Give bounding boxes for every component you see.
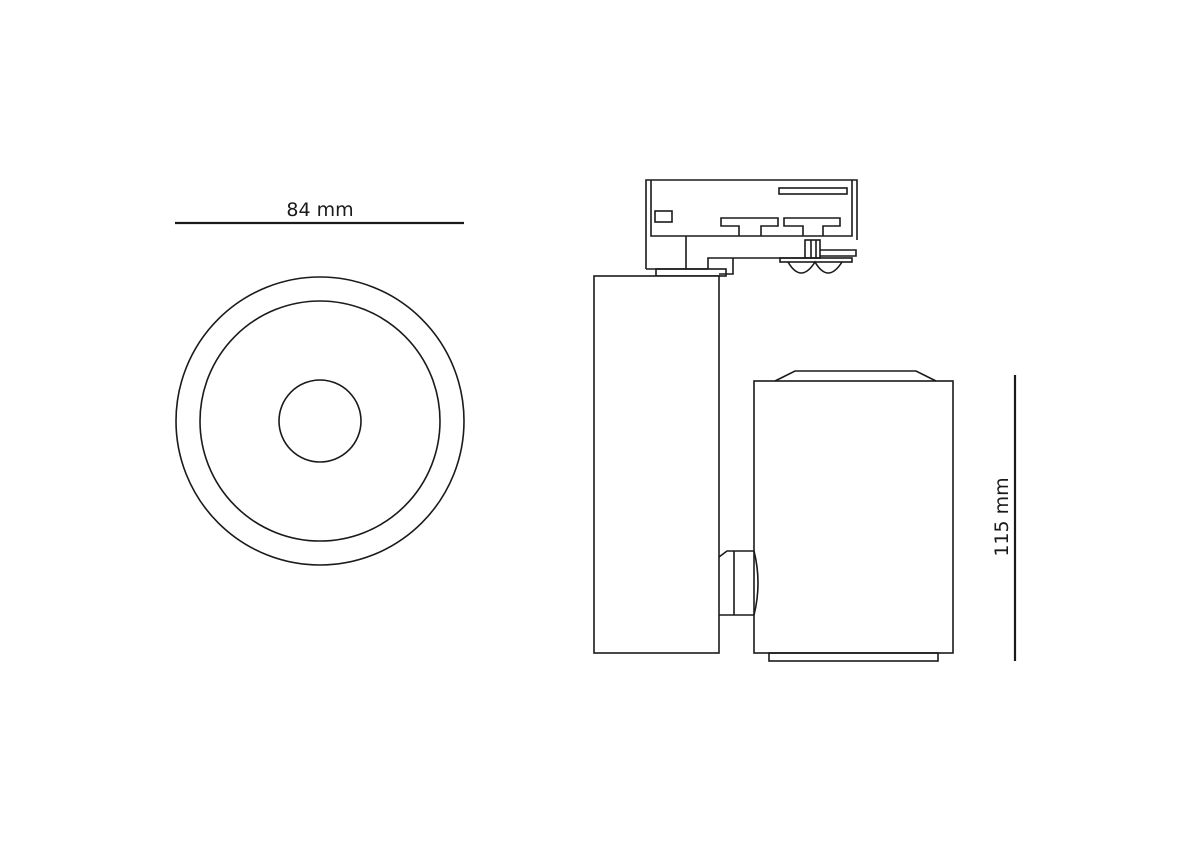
head-top-cap [774,370,937,382]
lens [278,379,362,463]
inner-ring [199,300,441,542]
pivot-connector [718,550,759,616]
outer-ring [175,276,465,566]
spot-head [753,380,954,654]
height-dimension-label: 115 mm [991,477,1013,556]
mounting-arm [593,275,720,654]
track-adapter [645,179,858,277]
width-dimension-label: 84 mm [286,199,353,221]
side-view: 115 mm [593,179,1017,662]
front-view: 84 mm [175,199,465,566]
head-bottom-ring [768,652,939,662]
